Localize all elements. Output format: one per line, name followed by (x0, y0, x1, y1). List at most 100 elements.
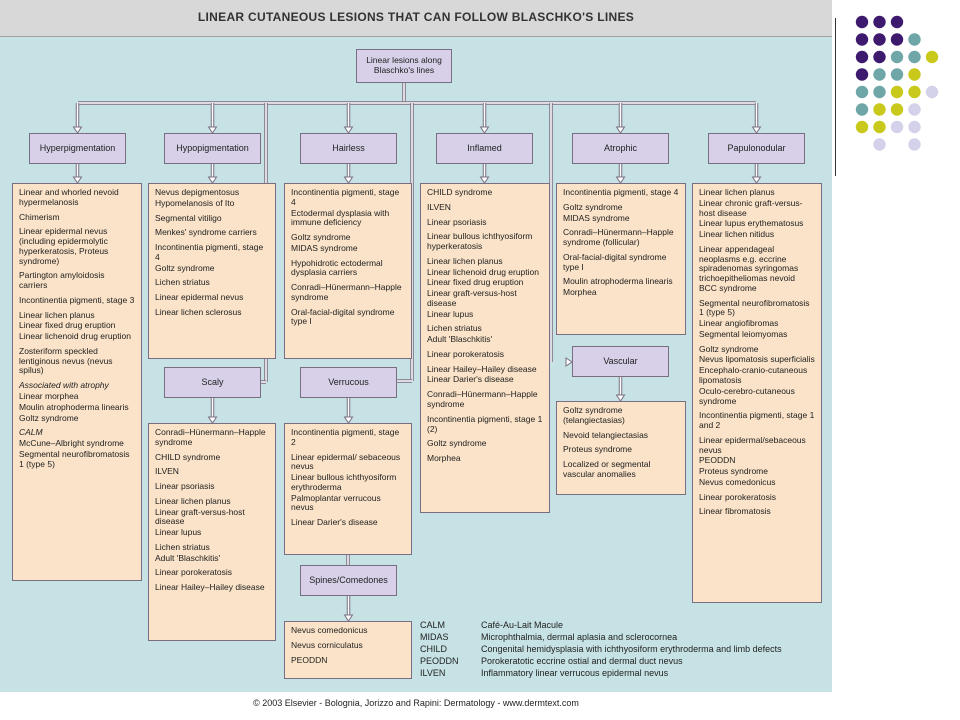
decorative-dot (908, 85, 921, 99)
list-item: ILVEN (427, 201, 451, 212)
list-item: Hypohidrotic ectodermal dysplasia carrie… (291, 257, 383, 278)
list-subheading: Associated with atrophy (19, 380, 109, 391)
list-item: Linear lichen nitidus (699, 229, 775, 240)
list-item: Incontinentia pigmenti, stage 1 (2) (427, 413, 543, 434)
list-item: Linear graft-versus-host disease (427, 288, 517, 308)
list-item: Nevus corniculatus (291, 639, 363, 650)
list-item: Oral-facial-digital syndrome type I (291, 306, 395, 327)
decorative-dot (873, 33, 886, 46)
list-item: Morphea (563, 287, 597, 298)
category-label: Hairless (332, 143, 365, 154)
list-item: Segmental neurofibromatosis 1 (type 5) (699, 297, 810, 318)
list-item: CHILD syndrome (155, 451, 221, 462)
decorative-dot (873, 15, 886, 29)
list-item: Linear epidermal/sebaceous nevus (699, 434, 806, 455)
list-item: Goltz syndrome (427, 438, 487, 449)
list-item: Linear lichen sclerosus (155, 306, 242, 317)
copyright-text: © 2003 Elsevier - Bolognia, Jorizzo and … (253, 698, 579, 708)
connector-arrow-vascular (565, 357, 573, 367)
list-item: MIDAS syndrome (291, 242, 358, 253)
list-item: Segmental neurofibromatosis 1 (type 5) (19, 448, 130, 469)
list-item: Linear lupus erythematosus (699, 218, 804, 229)
list-item: Lichen striatus (427, 323, 482, 334)
list-item: Proteus syndrome (699, 466, 768, 477)
connector-arrow-inflamed (479, 126, 490, 134)
list-item: Incontinentia pigmenti, stage 4 (291, 187, 400, 207)
legend-definition: Inflammatory linear verrucous epidermal … (481, 668, 669, 678)
list-item: Adult 'Blaschkitis' (427, 334, 493, 345)
list-item: PEODDN (291, 654, 328, 665)
connector-arrow-papulo (751, 126, 762, 134)
list-item: Linear Hailey–Hailey disease (155, 582, 265, 593)
list-item: Segmental leiomyomas (699, 328, 788, 339)
category-header-spines: Spines/Comedones (300, 565, 397, 596)
decorative-dot (873, 85, 886, 99)
diagram-title: LINEAR CUTANEOUS LESIONS THAT CAN FOLLOW… (197, 10, 635, 24)
legend-definition: Café-Au-Lait Macule (481, 620, 564, 630)
condition-list-vascular: Goltz syndrome (telangiectasias)Nevoid t… (556, 401, 686, 495)
list-item: Linear bullous ichthyosiform hyperkerato… (427, 231, 533, 252)
category-label: Verrucous (328, 377, 369, 388)
list-item: Encephalo-cranio-cutaneous lipomatosis (699, 365, 808, 386)
list-item: MIDAS syndrome (563, 212, 630, 223)
decorative-dot (908, 50, 921, 64)
decorative-dot (890, 103, 904, 116)
list-item: Linear epidermal nevus (155, 292, 244, 303)
list-item: Morphea (427, 453, 461, 464)
list-item: Localized or segmental vascular anomalie… (563, 459, 651, 479)
list-item: Goltz syndrome (291, 232, 351, 243)
connector-arrow-hyper (72, 126, 83, 134)
decorative-dot (890, 15, 904, 29)
decorative-dot (890, 50, 904, 64)
list-item: Lichen striatus (155, 541, 210, 552)
list-item: Linear fixed drug eruption (19, 320, 116, 331)
decorative-dot (908, 103, 921, 116)
decorative-dot (855, 50, 869, 64)
category-label: Atrophic (603, 143, 638, 154)
list-item: Linear lichen planus (427, 255, 503, 266)
list-item: Oral-facial-digital syndrome type I (563, 251, 667, 272)
connector-arrow-hairless (343, 126, 354, 134)
category-label: Hyperpigmentation (39, 143, 116, 154)
list-item: Linear graft-versus-host disease (155, 506, 245, 527)
list-item: Partington amyloidosis carriers (19, 270, 105, 291)
decorative-dot (890, 68, 904, 81)
list-item: Linear angiofibromas (699, 318, 779, 329)
list-item: Linear and whorled nevoid hypermelanosis (19, 187, 119, 207)
decorative-dot (873, 120, 886, 134)
list-item: McCune–Albright syndrome (19, 438, 124, 449)
list-item: Linear appendageal neoplasms e.g. eccrin… (699, 243, 799, 293)
decorative-dot (908, 138, 921, 151)
list-item: Linear Darier's disease (291, 517, 378, 528)
legend-definition: Microphthalmia, dermal aplasia and scler… (481, 632, 678, 642)
legend-abbreviation: MIDAS (420, 632, 449, 642)
list-item: Incontinentia pigmenti, stage 2 (291, 427, 400, 447)
list-item: Moulin atrophoderma linearis (19, 401, 129, 412)
connector-list-arrow-scaly (207, 416, 218, 424)
list-item: Linear lichen planus (699, 187, 775, 197)
category-label: Spines/Comedones (309, 575, 388, 586)
list-item: Oculo-cerebro-cutaneous syndrome (699, 385, 795, 406)
list-item: Goltz syndrome (telangiectasias) (563, 405, 625, 425)
legend-abbreviation: CHILD (420, 644, 448, 654)
category-header-inflamed: Inflamed (436, 133, 533, 164)
decorative-dot (908, 120, 921, 134)
list-item: Linear lichenoid drug eruption (19, 331, 131, 342)
list-item: Linear epidermal/ sebaceous nevus (291, 451, 401, 472)
list-item: Linear psoriasis (427, 216, 487, 227)
category-header-papulo: Papulonodular (708, 133, 805, 164)
decorative-dot (908, 33, 921, 46)
list-item: Goltz syndrome (699, 343, 759, 354)
connector-list-arrow-hypo (207, 176, 218, 184)
list-item: Linear lupus (427, 308, 474, 319)
legend-abbreviation: ILVEN (420, 668, 446, 678)
connector-list-arrow-verrucous (343, 416, 354, 424)
list-item: ILVEN (155, 466, 179, 477)
category-label: Inflamed (467, 143, 502, 154)
list-item: PEODDN (699, 455, 736, 466)
legend-abbreviation: PEODDN (420, 656, 459, 666)
list-item: Linear porokeratosis (427, 348, 505, 359)
decorative-dot (908, 68, 921, 81)
